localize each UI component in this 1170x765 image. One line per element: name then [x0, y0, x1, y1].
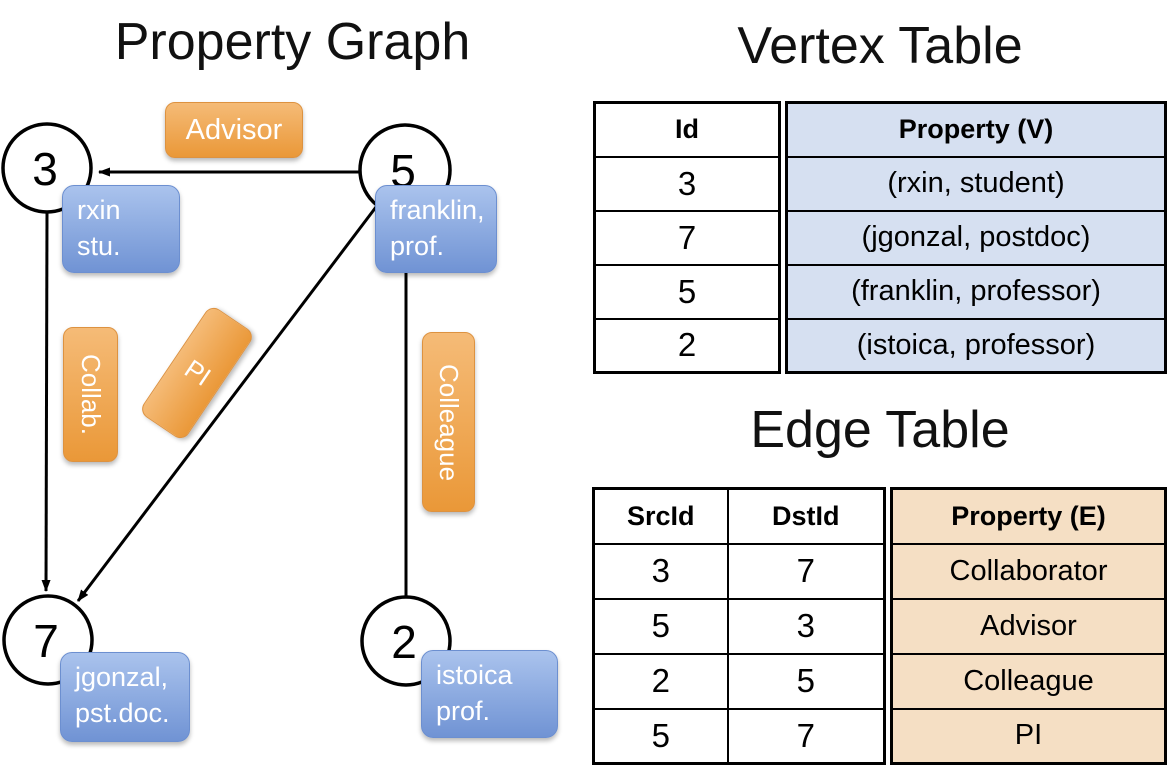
- edge-collaborator-line: [41, 211, 51, 592]
- edge-label-advisor-text: Advisor: [185, 113, 283, 146]
- table-row: 5: [593, 263, 781, 320]
- vertex-property-cell: (franklin, professor): [785, 263, 1167, 320]
- edge-table-id-columns: SrcId DstId 3 7 5 3 2 5 5 7: [592, 487, 886, 765]
- node-7-property-label: jgonzal, pst.doc.: [60, 652, 190, 742]
- table-row: Colleague: [890, 652, 1167, 710]
- vertex-property-cell: (jgonzal, postdoc): [785, 209, 1167, 266]
- vertex-table-property-column: Property (V) (rxin, student) (jgonzal, p…: [785, 101, 1167, 374]
- graph-title: Property Graph: [114, 13, 471, 71]
- node-3-property-label: rxin stu.: [62, 185, 180, 273]
- vertex-id-header: Id: [593, 101, 781, 158]
- edge-dstid-cell: 7: [726, 542, 886, 600]
- vertex-id-cell: 3: [593, 155, 781, 212]
- edge-dstid-cell: 7: [726, 707, 886, 765]
- table-row: 3: [593, 155, 781, 212]
- node-2-property-line1: istoica: [436, 660, 513, 690]
- table-row: 7: [593, 209, 781, 266]
- table-row: 5 7: [592, 707, 886, 765]
- edge-label-collab: Collab.: [63, 327, 118, 462]
- edge-property-header: Property (E): [890, 487, 1167, 545]
- node-2-id: 2: [391, 616, 417, 668]
- node-3-property-line2: stu.: [77, 230, 121, 261]
- node-2-property-label: istoica prof.: [421, 650, 558, 738]
- vertex-table-title: Vertex Table: [737, 17, 1023, 75]
- node-5-property-label: franklin, prof.: [375, 185, 497, 273]
- edge-srcid-cell: 3: [592, 542, 729, 600]
- edge-table-property-column: Property (E) Collaborator Advisor Collea…: [890, 487, 1167, 765]
- node-7-property-line2: pst.doc.: [75, 697, 170, 728]
- table-row: 2: [593, 317, 781, 374]
- node-3-property-line1: rxin: [77, 195, 121, 225]
- edge-srcid-header: SrcId: [592, 487, 729, 545]
- edge-srcid-cell: 5: [592, 707, 729, 765]
- table-row: (rxin, student): [785, 155, 1167, 212]
- edge-property-cell: Colleague: [890, 652, 1167, 710]
- edge-property-cell: PI: [890, 707, 1167, 765]
- edge-label-colleague-text: Colleague: [434, 363, 464, 481]
- node-7-property-line1: jgonzal,: [75, 662, 169, 692]
- edge-property-cell: Collaborator: [890, 542, 1167, 600]
- table-row: Advisor: [890, 597, 1167, 655]
- vertex-id-cell: 5: [593, 263, 781, 320]
- vertex-property-cell: (istoica, professor): [785, 317, 1167, 374]
- vertex-property-header: Property (V): [785, 101, 1167, 158]
- node-5-property-line2: prof.: [390, 230, 445, 261]
- edge-label-collab-text: Collab.: [76, 354, 106, 435]
- edge-pi-line: [76, 206, 378, 602]
- edge-property-cell: Advisor: [890, 597, 1167, 655]
- edge-srcid-cell: 5: [592, 597, 729, 655]
- table-row: 3 7: [592, 542, 886, 600]
- vertex-id-cell: 7: [593, 209, 781, 266]
- table-row: (istoica, professor): [785, 317, 1167, 374]
- vertex-id-cell: 2: [593, 317, 781, 374]
- table-row: Collaborator: [890, 542, 1167, 600]
- vertex-property-cell: (rxin, student): [785, 155, 1167, 212]
- table-row: 2 5: [592, 652, 886, 710]
- table-row: 5 3: [592, 597, 886, 655]
- edge-label-colleague: Colleague: [422, 332, 475, 512]
- edge-label-advisor: Advisor: [165, 102, 303, 158]
- edge-srcid-cell: 2: [592, 652, 729, 710]
- table-row: (jgonzal, postdoc): [785, 209, 1167, 266]
- edge-label-pi-text: PI: [178, 353, 216, 392]
- edge-dstid-cell: 3: [726, 597, 886, 655]
- node-3-id: 3: [32, 143, 58, 195]
- table-row: (franklin, professor): [785, 263, 1167, 320]
- node-7-id: 7: [33, 615, 59, 667]
- edge-dstid-header: DstId: [726, 487, 886, 545]
- node-5-property-line1: franklin,: [390, 195, 485, 225]
- vertex-table-id-column: Id 3 7 5 2: [593, 101, 781, 374]
- node-2-property-line2: prof.: [436, 695, 491, 726]
- table-row: PI: [890, 707, 1167, 765]
- edge-dstid-cell: 5: [726, 652, 886, 710]
- edge-table-title: Edge Table: [750, 401, 1010, 459]
